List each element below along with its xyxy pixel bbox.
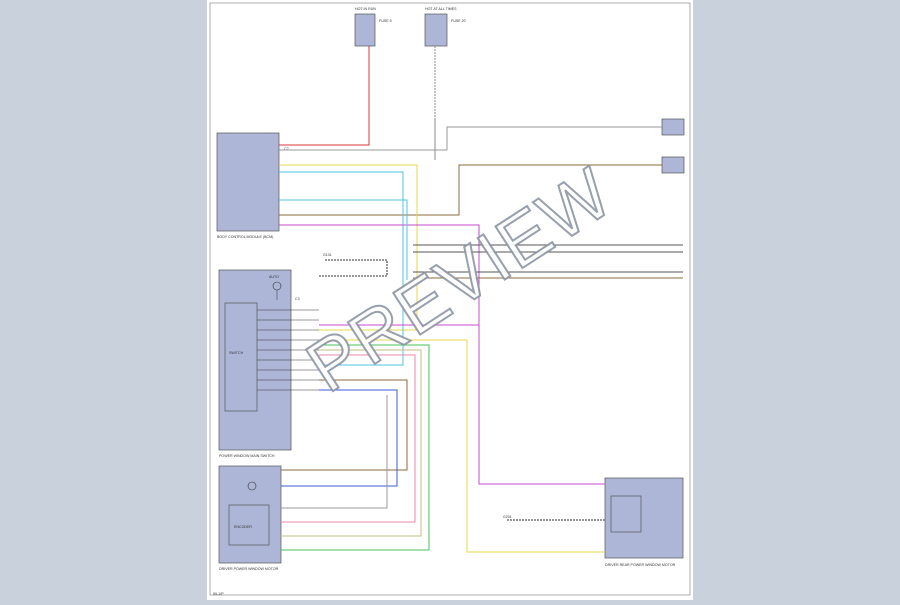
- auto-label: AUTO: [269, 275, 279, 279]
- motor-label: DRIVER POWER WINDOW MOTOR: [219, 567, 279, 571]
- fuse-block-right: [424, 13, 448, 47]
- fuse-block-left: [354, 13, 376, 47]
- wire-ground: [319, 259, 388, 277]
- motor-inner-block: [228, 504, 270, 546]
- rear-module-inner: [610, 495, 642, 533]
- wire-yellow-rear: [319, 339, 605, 553]
- wire-motor-tan: [281, 349, 422, 537]
- bcm-label: BODY CONTROL MODULE (BCM): [217, 235, 273, 239]
- top-left-header: HOT IN RUN: [355, 7, 376, 11]
- switch-inner-block: [224, 302, 258, 412]
- wiring-diagram: HOT IN RUN HOT AT ALL TIMES FUSE 5 FUSE …: [209, 2, 691, 596]
- wire-red-feed: [279, 46, 370, 146]
- ground-left-label: G101: [323, 253, 332, 257]
- switch-internal-lines: [257, 290, 319, 391]
- switch-inner-label: SWITCH: [229, 351, 244, 355]
- wire-lightblue: [279, 171, 404, 366]
- motor-inner-label: ENCODER: [234, 525, 252, 529]
- connector-left-label: C2: [284, 147, 289, 151]
- wire-motor-pink: [281, 354, 416, 523]
- rear-module-label: DRIVER REAR POWER WINDOW MOTOR: [605, 563, 676, 567]
- motor-icon: [247, 481, 257, 491]
- wires: [279, 46, 683, 553]
- fuse-left-label: FUSE 5: [379, 19, 392, 23]
- wire-magenta-long: [279, 224, 605, 485]
- page-number: 59-1/P: [213, 592, 224, 596]
- wire-motor-blue: [281, 389, 398, 487]
- fuse-right-label: FUSE 20: [451, 19, 466, 23]
- diagram-sheet: HOT IN RUN HOT AT ALL TIMES FUSE 5 FUSE …: [207, 0, 693, 600]
- wire-gray-upper: [279, 126, 662, 151]
- wire-brown-lower: [279, 164, 662, 216]
- bcm-block: [216, 132, 280, 232]
- sheet-frame: [209, 2, 691, 596]
- wire-motor-brown: [281, 379, 408, 471]
- ground-right-label: G201: [503, 515, 512, 519]
- switch-label: POWER WINDOW MAIN SWITCH: [219, 454, 275, 458]
- right-switch-upper: [661, 118, 685, 136]
- wire-cyan-short: [279, 199, 408, 280]
- wire-motor-gray: [281, 395, 388, 509]
- connector-right-label: C3: [295, 297, 300, 301]
- top-right-header: HOT AT ALL TIMES: [425, 7, 457, 11]
- right-switch-lower: [661, 156, 685, 174]
- wire-motor-green: [281, 344, 430, 551]
- wire-yellow: [279, 164, 418, 331]
